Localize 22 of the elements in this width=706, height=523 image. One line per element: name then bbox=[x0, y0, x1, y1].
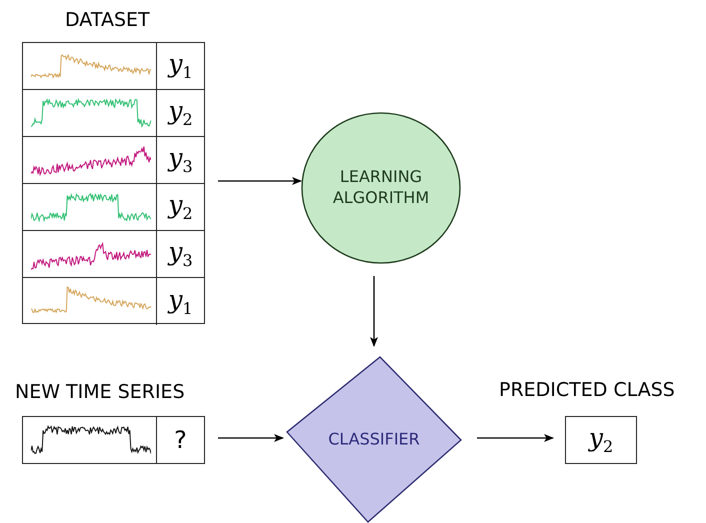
heading: PREDICTED CLASS bbox=[499, 379, 675, 401]
arrow bbox=[218, 434, 284, 442]
node-label: CLASSIFIER bbox=[327, 429, 421, 450]
class-label: y$_{3}$ bbox=[168, 145, 193, 175]
class-label: y$_{2}$ bbox=[168, 98, 193, 128]
heading: DATASET bbox=[65, 9, 150, 31]
class-label: y$_{1}$ bbox=[168, 286, 193, 316]
table-row bbox=[23, 184, 204, 231]
table-row bbox=[23, 137, 204, 184]
arrow bbox=[218, 177, 302, 185]
table-row bbox=[23, 231, 204, 278]
arrow bbox=[477, 434, 554, 442]
arrow bbox=[370, 276, 378, 347]
unknown-label: ? bbox=[174, 426, 187, 454]
class-label: y$_{2}$ bbox=[168, 192, 193, 222]
node-label: LEARNING ALGORITHM bbox=[332, 167, 430, 209]
table-row bbox=[23, 90, 204, 137]
class-label: y$_{2}$ bbox=[588, 425, 614, 455]
class-label: y$_{1}$ bbox=[168, 51, 193, 81]
class-label: y$_{3}$ bbox=[168, 239, 193, 269]
heading: NEW TIME SERIES bbox=[15, 381, 185, 403]
table-row bbox=[23, 43, 204, 90]
